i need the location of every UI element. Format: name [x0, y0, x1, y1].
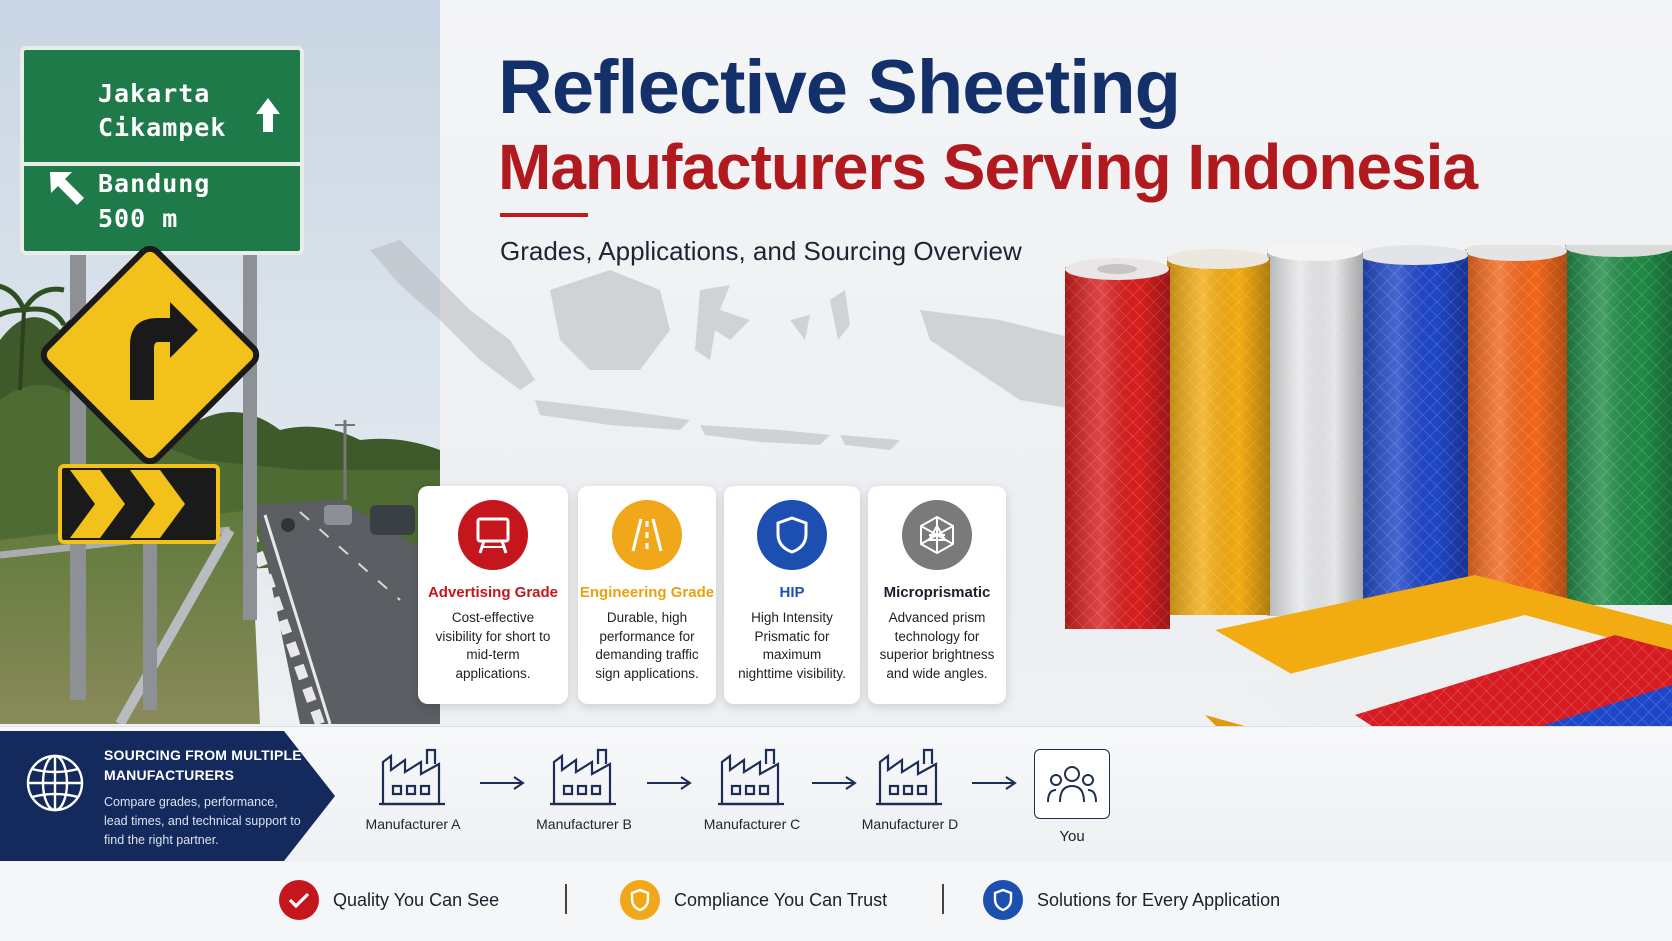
sign-line-bandung: Bandung — [98, 169, 211, 198]
you-label: You — [1059, 828, 1085, 845]
grade-title: Microprismatic — [883, 584, 991, 601]
value-compliance: Compliance You Can Trust — [620, 880, 887, 920]
factory-icon — [718, 748, 784, 806]
road-icon — [612, 500, 682, 570]
prism-icon — [902, 500, 972, 570]
arrow-right-icon — [647, 776, 692, 790]
grade-title: HIP — [779, 584, 805, 601]
people-icon — [1047, 766, 1097, 803]
value-label: Compliance You Can Trust — [674, 889, 888, 910]
manufacturer-label: Manufacturer C — [703, 816, 801, 832]
value-quality: Quality You Can See — [279, 880, 499, 920]
value-solutions: Solutions for Every Application — [983, 880, 1280, 920]
value-label: Quality You Can See — [333, 889, 500, 910]
you-box[interactable] — [1034, 749, 1110, 819]
sourcing-title: SOURCING FROM MULTIPLE MANUFACTURERS — [104, 747, 302, 783]
grade-description: Advanced prism technology for superior b… — [879, 610, 995, 681]
grade-title: Engineering Grade — [579, 584, 715, 601]
divider — [942, 884, 944, 914]
check-icon — [279, 880, 319, 920]
road-scene-photo: Jakarta Cikampek Bandung 500 m — [0, 0, 440, 724]
arrow-right-icon — [812, 776, 857, 790]
manufacturer-c[interactable]: Manufacturer C — [682, 744, 822, 832]
billboard-icon — [458, 500, 528, 570]
headline-subtitle: Grades, Applications, and Sourcing Overv… — [500, 236, 1022, 266]
sourcing-description: Compare grades, performance, lead times,… — [104, 795, 301, 847]
grade-title: Advertising Grade — [427, 584, 559, 601]
factory-icon — [379, 748, 445, 806]
sign-line-distance: 500 m — [98, 204, 179, 233]
headline-line-2: Manufacturers Serving Indonesia — [498, 131, 1478, 203]
manufacturer-label: Manufacturer B — [536, 816, 632, 832]
sign-line-jakarta: Jakarta — [98, 79, 211, 108]
divider — [565, 884, 567, 914]
indonesia-map-graphic — [370, 240, 1110, 450]
grade-description: High Intensity Prismatic for maximum nig… — [738, 610, 846, 681]
manufacturer-label: Manufacturer A — [365, 816, 461, 832]
title-underline — [500, 213, 588, 217]
grade-description: Durable, high performance for demanding … — [595, 610, 699, 681]
sign-line-cikampek: Cikampek — [98, 113, 227, 142]
grade-card-advertising[interactable]: Advertising Grade Cost-effective visibil… — [418, 486, 568, 704]
arrow-right-icon — [972, 776, 1017, 790]
headline-line-1: Reflective Sheeting — [498, 45, 1181, 130]
grade-description: Cost-effective visibility for short to m… — [435, 610, 551, 681]
arrow-right-icon — [480, 776, 525, 790]
grade-card-engineering[interactable]: Engineering Grade Durable, high performa… — [578, 486, 716, 704]
manufacturer-a[interactable]: Manufacturer A — [343, 744, 483, 832]
grade-card-hip[interactable]: HIP High Intensity Prismatic for maximum… — [724, 486, 860, 704]
shield-icon — [983, 880, 1023, 920]
manufacturer-d[interactable]: Manufacturer D — [840, 744, 980, 832]
shield-icon — [757, 500, 827, 570]
manufacturer-label: Manufacturer D — [861, 816, 959, 832]
globe-icon — [26, 754, 84, 812]
manufacturer-b[interactable]: Manufacturer B — [514, 744, 654, 832]
factory-icon — [876, 748, 942, 806]
shield-icon — [620, 880, 660, 920]
values-strip — [0, 862, 1672, 941]
grade-card-microprismatic[interactable]: Microprismatic Advanced prism technology… — [868, 486, 1006, 704]
value-label: Solutions for Every Application — [1037, 889, 1281, 910]
factory-icon — [550, 748, 616, 806]
